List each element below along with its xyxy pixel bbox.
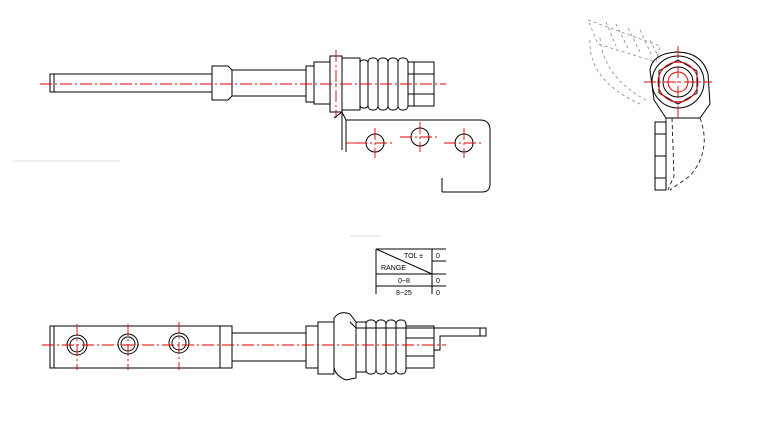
bracket-plate [333, 111, 491, 193]
hinge-knuckle [649, 51, 711, 119]
bottom-shaft [231, 332, 307, 362]
table-row2-range: 8~25 [396, 290, 412, 297]
bottom-collar [305, 325, 319, 369]
tolerance-table: TOL ± RANGE 0 0~8 0 8~25 0 [375, 248, 446, 297]
knuckle-hex [658, 59, 698, 105]
table-header-tol: TOL ± [404, 253, 423, 260]
ghost-leaf-top [587, 19, 661, 63]
table-diagonal [375, 248, 433, 275]
table-header-range: RANGE [381, 265, 406, 272]
shaft-thin [49, 73, 213, 93]
shaft-neck [211, 65, 233, 101]
top-view-hinge-side [40, 50, 491, 193]
bottom-leaf-tab [349, 321, 487, 351]
bottom-view-hinge-plan [42, 312, 487, 381]
table-header-col2: 0 [436, 253, 440, 260]
bottom-nut [405, 325, 435, 369]
table-row1-tol: 0 [436, 278, 440, 285]
table-row2-tol: 0 [436, 290, 440, 297]
table-row1-range: 0~8 [398, 278, 410, 285]
end-view-hinge [587, 19, 712, 191]
collar-outer [313, 61, 331, 105]
bottom-bracket [333, 312, 357, 381]
shaft-body [231, 69, 307, 97]
